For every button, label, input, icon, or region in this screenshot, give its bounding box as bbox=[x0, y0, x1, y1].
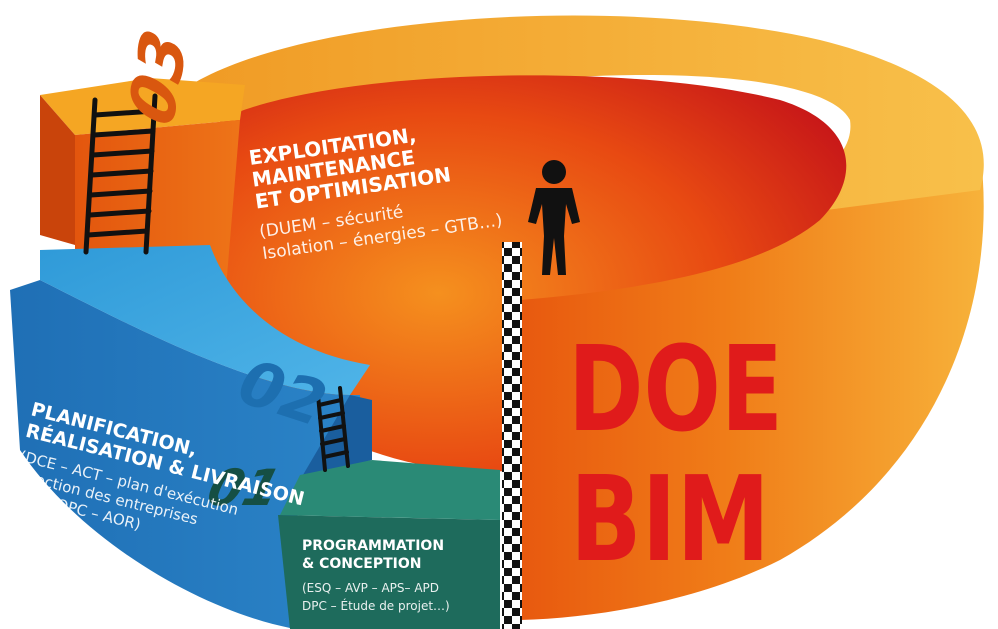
person-icon bbox=[528, 160, 580, 275]
stage-03-block-top bbox=[40, 78, 245, 135]
stage-01-detail-line: DPC – Étude de projet…) bbox=[302, 598, 450, 613]
ladder-icon bbox=[83, 93, 158, 255]
stage-03-block-side bbox=[40, 95, 75, 245]
stage-02-block-top bbox=[40, 245, 370, 395]
stage-01-number: 01 bbox=[202, 459, 287, 517]
stage-01-block-top bbox=[280, 460, 500, 520]
stage-02-label: PLANIFICATION, RÉALISATION & LIVRAISON (… bbox=[8, 399, 306, 534]
ring-inner-wall bbox=[218, 75, 847, 472]
stage-02-block-front bbox=[10, 280, 360, 628]
center-label-bim: BIM bbox=[570, 450, 770, 588]
stage-01-detail-line: (ESQ – AVP – APS– APD bbox=[302, 581, 439, 595]
stage-01-label: PROGRAMMATION & CONCEPTION (ESQ – AVP – … bbox=[302, 538, 450, 613]
stage-01-block-front bbox=[278, 515, 500, 629]
stage-01-title-line: PROGRAMMATION bbox=[302, 538, 444, 554]
ladder-icon bbox=[316, 386, 350, 472]
stage-02-block-edge bbox=[300, 395, 372, 480]
center-label-doe: DOE bbox=[568, 320, 783, 458]
stage-01-title-line: & CONCEPTION bbox=[302, 556, 421, 572]
checkered-flag-pole-icon bbox=[502, 242, 522, 629]
ring-top-surface bbox=[170, 15, 984, 250]
